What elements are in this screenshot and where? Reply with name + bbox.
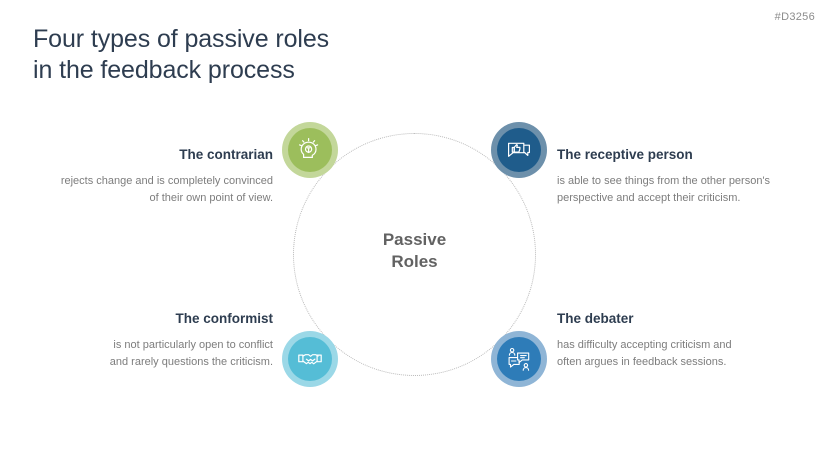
role-body-line: is able to see things from the other per… — [557, 175, 771, 187]
role-heading-receptive-person: The receptive person — [557, 147, 693, 162]
role-body-conformist: is not particularly open to conflict and… — [28, 337, 273, 371]
role-node-fill-conformist — [288, 337, 332, 381]
diagram-center-line-2: Roles — [391, 252, 438, 271]
role-block-receptive-person: The receptive person is able to see thin… — [557, 147, 807, 207]
role-body-line: rejects change and is completely convinc… — [60, 175, 273, 187]
role-body-line: perspective and accept their criticism. — [557, 192, 741, 204]
role-block-debater: The debater has difficulty accepting cri… — [557, 311, 807, 371]
role-node-contrarian[interactable] — [282, 122, 338, 178]
handshake-icon — [297, 346, 323, 372]
head-idea-icon — [297, 137, 323, 163]
passive-roles-diagram: Passive Roles — [282, 122, 547, 387]
role-body-line: is not particularly open to conflict — [113, 339, 273, 351]
role-body-line: often argues in feedback sessions. — [557, 356, 727, 368]
role-body-receptive-person: is able to see things from the other per… — [557, 173, 807, 207]
role-node-receptive-person[interactable] — [491, 122, 547, 178]
role-block-conformist: The conformist is not particularly open … — [28, 311, 273, 371]
role-node-debater[interactable] — [491, 331, 547, 387]
role-heading-conformist: The conformist — [175, 311, 273, 326]
role-body-line: has difficulty accepting criticism and — [557, 339, 732, 351]
diagram-center-label: Passive Roles — [293, 229, 536, 273]
role-body-line: of their own point of view. — [149, 192, 273, 204]
role-block-contrarian: The contrarian rejects change and is com… — [28, 147, 273, 207]
role-node-conformist[interactable] — [282, 331, 338, 387]
slide-code-label: #D3256 — [774, 11, 815, 23]
page-title: Four types of passive roles in the feedb… — [33, 24, 533, 86]
role-body-contrarian: rejects change and is completely convinc… — [28, 173, 273, 207]
role-body-debater: has difficulty accepting criticism and o… — [557, 337, 807, 371]
diagram-center-line-1: Passive — [382, 230, 447, 249]
page-title-line-1: Four types of passive roles — [33, 25, 330, 53]
role-heading-debater: The debater — [557, 311, 634, 326]
thumbs-up-speech-bubble-icon — [506, 137, 532, 163]
role-node-fill-debater — [497, 337, 541, 381]
role-node-fill-receptive-person — [497, 128, 541, 172]
role-heading-contrarian: The contrarian — [179, 147, 273, 162]
page-title-line-2: in the feedback process — [33, 56, 295, 84]
role-body-line: and rarely questions the criticism. — [109, 356, 273, 368]
role-node-fill-contrarian — [288, 128, 332, 172]
dotted-circle-connector — [293, 133, 536, 376]
two-people-discussion-icon — [506, 346, 532, 372]
